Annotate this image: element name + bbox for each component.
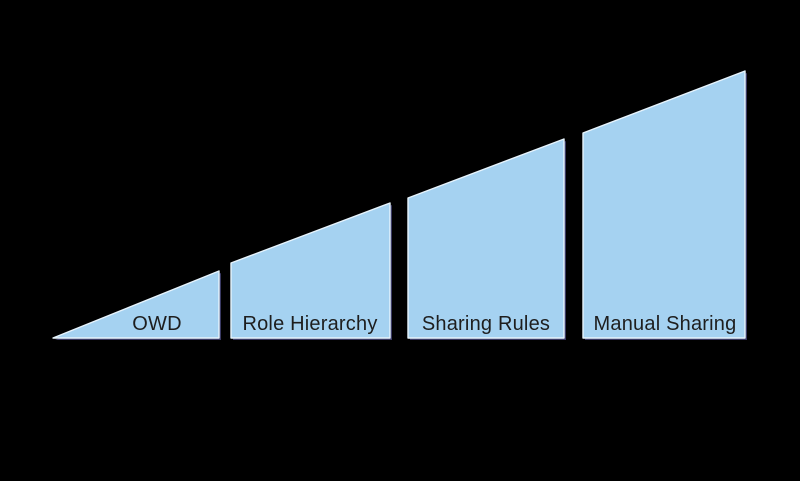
step-owd-label: OWD [132, 313, 181, 335]
step-owd: OWD [52, 270, 221, 340]
step-sharing-rules: Sharing Rules [407, 138, 566, 340]
step-sharing-rules-label: Sharing Rules [422, 313, 550, 335]
step-role-hierarchy-label: Role Hierarchy [242, 313, 377, 335]
step-manual-sharing: Manual Sharing [582, 70, 747, 340]
step-manual-sharing-shape [582, 70, 746, 339]
step-role-hierarchy: Role Hierarchy [230, 202, 392, 340]
step-owd-shape [52, 270, 220, 339]
step-role-hierarchy-shape [230, 202, 391, 339]
step-manual-sharing-label: Manual Sharing [594, 313, 737, 335]
step-sharing-rules-shape [407, 138, 565, 339]
